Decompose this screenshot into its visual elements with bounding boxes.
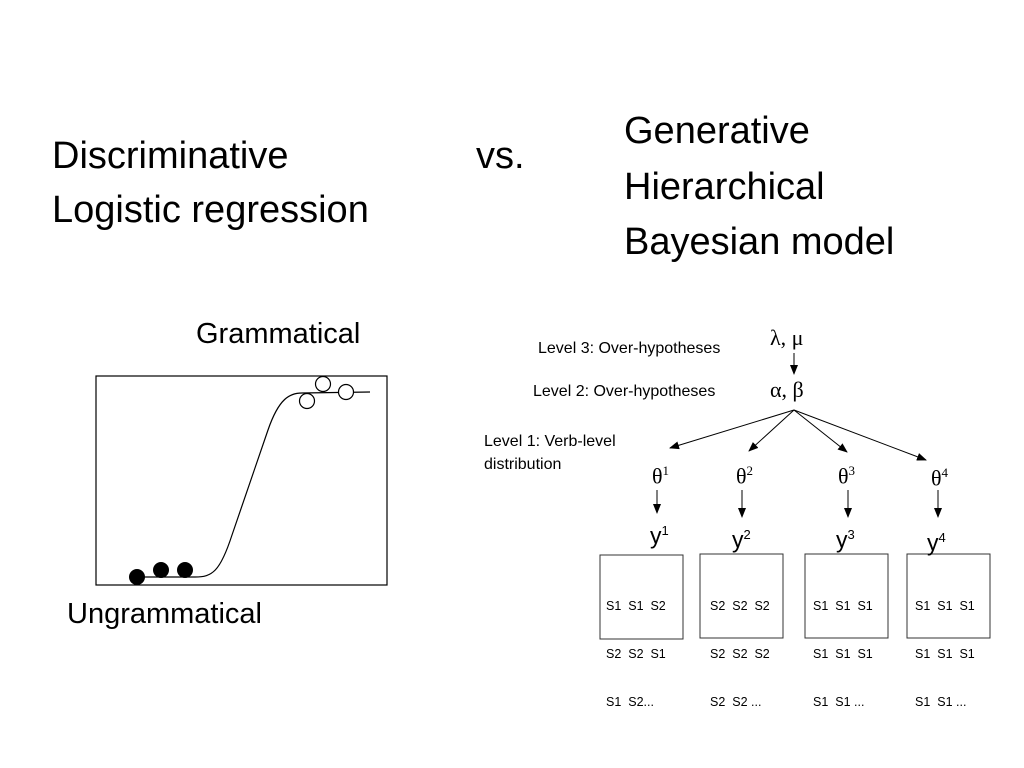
arrow-to-theta4 [793, 409, 927, 461]
y-index: 3 [847, 527, 855, 542]
y-index: 1 [661, 523, 669, 538]
grammatical-point [298, 392, 316, 410]
y-symbol: y [836, 526, 848, 553]
right-heading-line2: Hierarchical [624, 166, 825, 208]
theta-index: 1 [662, 463, 670, 478]
right-heading-line3: Bayesian model [624, 221, 895, 263]
y-node-2: y2 [732, 521, 751, 554]
y-index: 2 [743, 527, 751, 542]
y-node-4: y4 [927, 524, 946, 557]
sample-box-3-content: S1 S1 S1 S1 S1 S1 S1 S1 ... [813, 566, 873, 726]
level1-label-line2: distribution [484, 456, 562, 473]
level3-params: λ, μ [770, 325, 804, 350]
theta-node-3: θ3 [838, 458, 855, 489]
theta-node-4: θ4 [931, 460, 948, 491]
sample-row: S1 S1 S1 [813, 647, 873, 661]
ungrammatical-point [153, 562, 169, 578]
sample-row: S2 S2 ... [710, 695, 762, 709]
theta-index: 3 [848, 463, 856, 478]
sample-box-2-content: S2 S2 S2 S2 S2 S2 S2 S2 ... [710, 566, 770, 726]
level2-params: α, β [770, 377, 804, 402]
sample-row: S2 S2 S1 [606, 647, 666, 661]
sample-row: S1 S1 S1 [813, 599, 873, 613]
theta-node-2: θ2 [736, 458, 753, 489]
sample-row: S1 S1 S2 [606, 599, 666, 613]
theta-symbol: θ [931, 465, 942, 491]
arrow-to-theta1 [669, 409, 795, 450]
sigmoid-curve [137, 391, 371, 578]
right-heading-line1: Generative [624, 110, 810, 152]
y-node-3: y3 [836, 521, 855, 554]
ungrammatical-label: Ungrammatical [67, 598, 262, 630]
sample-box-4-content: S1 S1 S1 S1 S1 S1 S1 S1 ... [915, 566, 975, 726]
left-heading-line2: Logistic regression [52, 189, 369, 231]
arrow-to-theta2 [748, 409, 795, 452]
sample-row: S2 S2 S2 [710, 647, 770, 661]
theta-symbol: θ [838, 463, 849, 489]
level2-label: Level 2: Over-hypotheses [533, 383, 716, 400]
grammatical-point [314, 375, 332, 393]
theta-node-1: θ1 [652, 458, 669, 489]
theta-index: 4 [941, 465, 949, 480]
sample-box-1-content: S1 S1 S2 S2 S2 S1 S1 S2... [606, 566, 666, 726]
arrow-to-theta3 [793, 409, 848, 453]
sample-box-3 [804, 553, 889, 639]
sample-row: S1 S1 ... [813, 695, 865, 709]
level3-label: Level 3: Over-hypotheses [538, 340, 721, 357]
theta-index: 2 [746, 463, 754, 478]
theta-symbol: θ [736, 463, 747, 489]
y-index: 4 [938, 530, 946, 545]
sample-box-4 [906, 553, 991, 639]
y-symbol: y [732, 526, 744, 553]
grammatical-point [337, 383, 355, 401]
level1-label-line1: Level 1: Verb-level [484, 433, 616, 450]
sample-row: S1 S2... [606, 695, 654, 709]
sample-box-1 [599, 554, 684, 640]
left-heading-line1: Discriminative [52, 135, 289, 177]
sample-row: S1 S1 S1 [915, 647, 975, 661]
ungrammatical-point [177, 562, 193, 578]
grammatical-label: Grammatical [196, 318, 361, 350]
sample-row: S1 S1 ... [915, 695, 967, 709]
ungrammatical-point [129, 569, 145, 585]
sample-box-2 [699, 553, 784, 639]
theta-symbol: θ [652, 463, 663, 489]
sample-row: S2 S2 S2 [710, 599, 770, 613]
vs-label: vs. [476, 135, 525, 177]
plot-frame [95, 375, 388, 586]
y-symbol: y [927, 529, 939, 556]
y-symbol: y [650, 522, 662, 549]
sample-row: S1 S1 S1 [915, 599, 975, 613]
y-node-1: y1 [650, 517, 669, 550]
